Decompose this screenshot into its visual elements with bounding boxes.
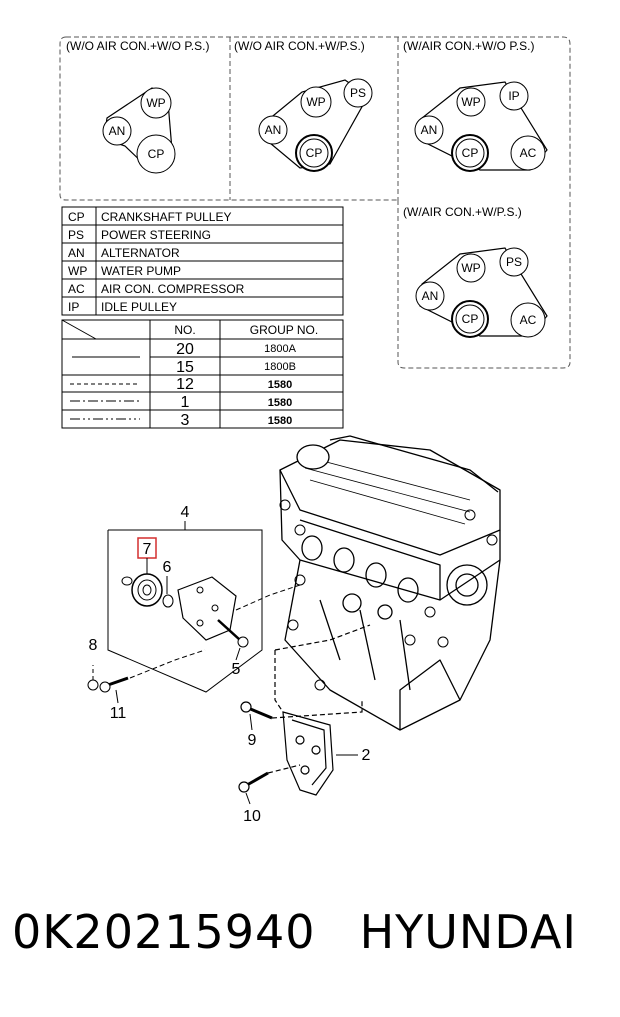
pulley-label: PS xyxy=(506,255,522,269)
group-no: 15 xyxy=(176,359,194,376)
legend-code: PS xyxy=(68,228,84,242)
pulley-label: CP xyxy=(148,147,165,161)
callout-11: 11 xyxy=(110,705,127,722)
callout-10: 10 xyxy=(243,808,261,825)
pulley-label: AC xyxy=(520,313,537,327)
legend-name: CRANKSHAFT PULLEY xyxy=(101,210,231,224)
legend-name: ALTERNATOR xyxy=(101,246,180,260)
callout-8: 8 xyxy=(89,637,98,654)
header-no: NO. xyxy=(174,323,195,337)
group-code: 1800A xyxy=(264,343,296,355)
brand-name: HYUNDAI xyxy=(359,905,577,959)
callout-7: 7 xyxy=(143,541,152,558)
group-code: 1580 xyxy=(268,379,292,391)
legend-name: IDLE PULLEY xyxy=(101,300,177,314)
pulley-label: WP xyxy=(461,261,480,275)
pulley-label: PS xyxy=(350,86,366,100)
callout-4: 4 xyxy=(181,504,190,521)
legend-code: AC xyxy=(68,282,85,296)
pulley-label: CP xyxy=(462,146,479,160)
belt-diagram-2: WP PS AN CP xyxy=(258,78,373,172)
belt-diagram-1: WP AN CP xyxy=(102,87,176,174)
pulley-label: WP xyxy=(306,95,325,109)
header-group: GROUP NO. xyxy=(250,323,318,337)
pulley-label: AN xyxy=(265,123,282,137)
callouts: 4 7 6 8 5 11 9 2 10 xyxy=(89,504,371,825)
legend-code: AN xyxy=(68,246,85,260)
pulley-label: AC xyxy=(520,146,537,160)
legend-name: AIR CON. COMPRESSOR xyxy=(101,282,245,296)
lower-mount-bracket xyxy=(238,624,371,796)
belt-config-panels xyxy=(59,36,571,369)
group-code: 1580 xyxy=(268,415,292,427)
callout-9: 9 xyxy=(248,732,257,749)
engine-block-illustration xyxy=(279,435,501,731)
group-no: 1 xyxy=(181,394,190,411)
config-title-2: (W/O AIR CON.+W/P.S.) xyxy=(234,39,365,53)
legend-table: CP CRANKSHAFT PULLEY PS POWER STEERING A… xyxy=(61,206,344,316)
config-title-3: (W/AIR CON.+W/O P.S.) xyxy=(403,39,534,53)
group-no: 12 xyxy=(176,376,194,393)
legend-name: WATER PUMP xyxy=(101,264,181,278)
group-no: 20 xyxy=(176,341,194,358)
group-code: 1800B xyxy=(264,361,296,373)
pulley-label: WP xyxy=(461,95,480,109)
legend-code: WP xyxy=(68,264,87,278)
config-title-1: (W/O AIR CON.+W/O P.S.) xyxy=(66,39,209,53)
belt-diagram-4: WP PS AN CP AC xyxy=(415,247,548,338)
config-title-4: (W/AIR CON.+W/P.S.) xyxy=(403,205,522,219)
pulley-label: WP xyxy=(146,96,165,110)
pulley-label: AN xyxy=(422,289,439,303)
legend-code: IP xyxy=(68,300,79,314)
pulley-label: AN xyxy=(109,124,126,138)
group-number-table: NO. GROUP NO. 20 15 12 1 3 1800A 1800B 1… xyxy=(61,319,344,429)
belt-diagram-3: WP IP AN CP AC xyxy=(414,81,548,172)
pulley-label: AN xyxy=(421,123,438,137)
callout-6: 6 xyxy=(163,559,172,576)
legend-code: CP xyxy=(68,210,85,224)
part-number: 0K20215940 xyxy=(12,905,316,959)
group-code: 1580 xyxy=(268,397,292,409)
legend-name: POWER STEERING xyxy=(101,228,211,242)
part-caption: 0K20215940 HYUNDAI xyxy=(12,905,612,975)
pulley-label: CP xyxy=(306,146,323,160)
pulley-label: CP xyxy=(462,312,479,326)
callout-2: 2 xyxy=(362,747,371,764)
group-no: 3 xyxy=(181,412,190,429)
pulley-label: IP xyxy=(508,89,519,103)
tensioner-bracket-assembly xyxy=(87,529,301,693)
callout-5: 5 xyxy=(232,661,241,678)
